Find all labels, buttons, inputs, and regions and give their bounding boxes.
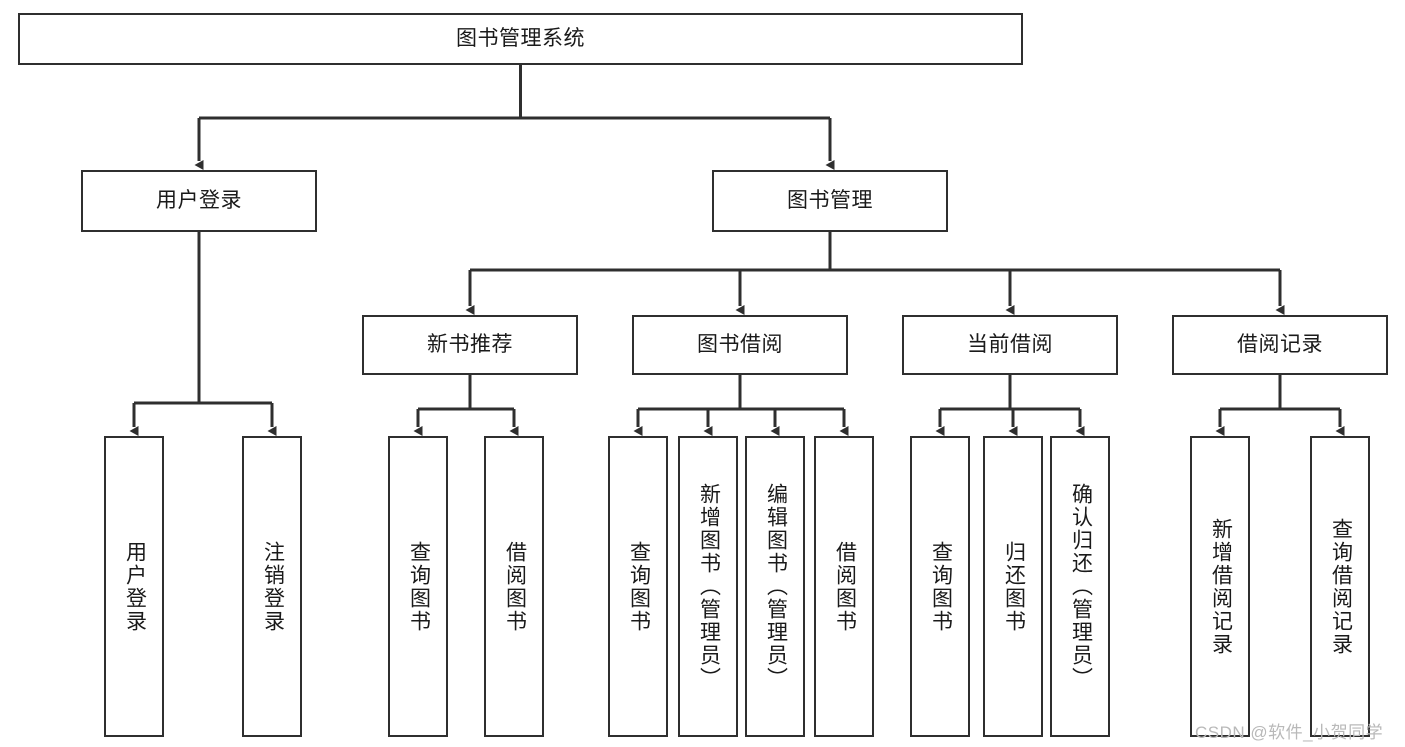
- node-label: 图书管理系统: [456, 27, 585, 51]
- branch-node-新书推荐[interactable]: 新书推荐: [362, 315, 578, 375]
- branch-node-用户登录[interactable]: 用户登录: [81, 170, 317, 232]
- leaf-node-新增图书管理员[interactable]: 新增图书（管理员）: [678, 436, 738, 737]
- node-label: 借阅图书: [833, 540, 857, 633]
- node-label: 新增图书（管理员）: [697, 483, 721, 690]
- node-label: 查询借阅记录: [1329, 517, 1353, 656]
- branch-node-借阅记录[interactable]: 借阅记录: [1172, 315, 1388, 375]
- leaf-node-注销登录[interactable]: 注销登录: [242, 436, 302, 737]
- branch-node-当前借阅[interactable]: 当前借阅: [902, 315, 1118, 375]
- leaf-node-查询图书[interactable]: 查询图书: [608, 436, 668, 737]
- node-label: 确认归还（管理员）: [1069, 483, 1093, 690]
- leaf-node-查询图书[interactable]: 查询图书: [388, 436, 448, 737]
- node-label: 查询图书: [627, 540, 651, 633]
- branch-node-图书管理[interactable]: 图书管理: [712, 170, 948, 232]
- node-label: 新书推荐: [427, 333, 513, 357]
- node-label: 编辑图书（管理员）: [764, 483, 788, 690]
- leaf-node-借阅图书[interactable]: 借阅图书: [484, 436, 544, 737]
- leaf-node-用户登录[interactable]: 用户登录: [104, 436, 164, 737]
- leaf-node-查询借阅记录[interactable]: 查询借阅记录: [1310, 436, 1370, 737]
- node-label: 图书借阅: [697, 333, 783, 357]
- node-label: 用户登录: [123, 540, 147, 633]
- node-label: 用户登录: [156, 189, 242, 213]
- node-label: 查询图书: [929, 540, 953, 633]
- leaf-node-新增借阅记录[interactable]: 新增借阅记录: [1190, 436, 1250, 737]
- leaf-node-确认归还管理员[interactable]: 确认归还（管理员）: [1050, 436, 1110, 737]
- node-label: 注销登录: [261, 540, 285, 633]
- leaf-node-归还图书[interactable]: 归还图书: [983, 436, 1043, 737]
- node-label: 图书管理: [787, 189, 873, 213]
- node-label: 归还图书: [1002, 540, 1026, 633]
- branch-node-图书借阅[interactable]: 图书借阅: [632, 315, 848, 375]
- leaf-node-借阅图书[interactable]: 借阅图书: [814, 436, 874, 737]
- root-node-图书管理系统[interactable]: 图书管理系统: [18, 13, 1023, 65]
- node-label: 新增借阅记录: [1209, 517, 1233, 656]
- node-label: 当前借阅: [967, 333, 1053, 357]
- leaf-node-查询图书[interactable]: 查询图书: [910, 436, 970, 737]
- leaf-node-编辑图书管理员[interactable]: 编辑图书（管理员）: [745, 436, 805, 737]
- edge-group: [129, 65, 1345, 436]
- node-label: 借阅记录: [1237, 333, 1323, 357]
- node-label: 查询图书: [407, 540, 431, 633]
- node-label: 借阅图书: [503, 540, 527, 633]
